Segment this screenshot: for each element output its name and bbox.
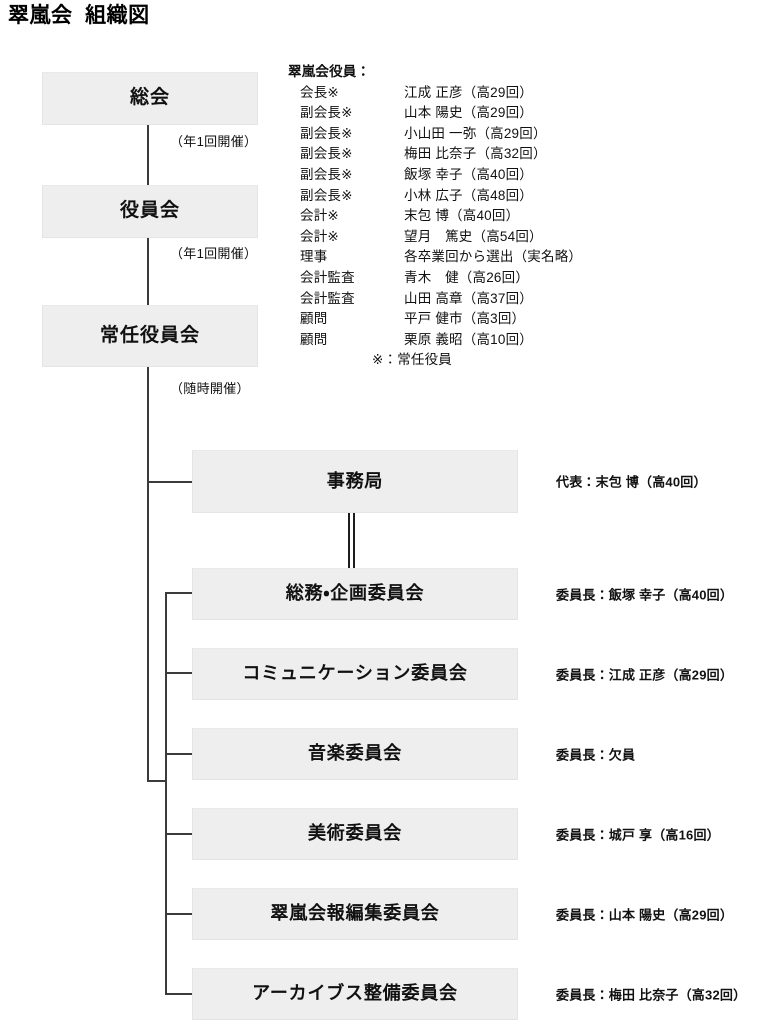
committee-bus-vertical bbox=[165, 592, 167, 994]
officer-role: 副会長※ bbox=[300, 105, 353, 121]
officer-role: 会計※ bbox=[300, 228, 339, 244]
lead-label-communication: 委員長：江成 正彦（高29回） bbox=[556, 667, 734, 683]
officer-row: 会計監査 山田 高章（高37回） bbox=[288, 289, 533, 310]
branch-to-somu-kikaku bbox=[165, 592, 194, 594]
lead-label-bijutsu: 委員長：城戸 享（高16回） bbox=[556, 827, 720, 843]
officer-row: 副会長※ 梅田 比奈子（高32回） bbox=[288, 144, 546, 165]
branch-to-ongaku bbox=[165, 753, 194, 755]
officer-role: 副会長※ bbox=[300, 146, 353, 162]
officer-row: 副会長※ 飯塚 幸子（高40回） bbox=[288, 165, 533, 186]
officer-name: 小山田 一弥（高29回） bbox=[404, 125, 547, 141]
officer-role: 会長※ bbox=[300, 84, 339, 100]
officer-name: 小林 広子（高48回） bbox=[404, 187, 533, 203]
officer-role: 副会長※ bbox=[300, 166, 353, 182]
officer-row: 顧問 平戸 健市（高3回） bbox=[288, 309, 525, 330]
node-somu-kikaku-iinkai-label: 総務・企画委員会 bbox=[285, 583, 425, 604]
node-communication-iinkai-label: コミュニケーション委員会 bbox=[242, 663, 468, 684]
officer-role: 会計監査 bbox=[300, 290, 355, 306]
officer-name: 各卒業回から選出（実名略） bbox=[404, 249, 583, 265]
node-jimukyoku-label: 事務局 bbox=[326, 470, 384, 491]
node-yakuinkai-label: 役員会 bbox=[119, 200, 180, 222]
node-communication-iinkai[interactable]: コミュニケーション委員会 bbox=[192, 648, 518, 700]
trunk-join-to-committee-bus bbox=[147, 780, 167, 782]
connector-sokai-to-yakuinkai bbox=[147, 125, 149, 185]
officer-name: 青木 健（高26回） bbox=[404, 269, 530, 285]
note-yakuinkai-frequency: （年1回開催） bbox=[170, 246, 258, 261]
officer-row: 顧問 栗原 義昭（高10回） bbox=[288, 330, 533, 351]
branch-to-communication bbox=[165, 672, 194, 674]
officer-name: 山本 陽史（高29回） bbox=[404, 105, 533, 121]
node-bijutsu-iinkai-label: 美術委員会 bbox=[308, 823, 402, 844]
officer-row: 副会長※ 小山田 一弥（高29回） bbox=[288, 124, 546, 145]
officer-row: 副会長※ 小林 広子（高48回） bbox=[288, 186, 533, 207]
branch-to-jimukyoku bbox=[147, 481, 194, 483]
officer-row: 会計※ 望月 篤史（高54回） bbox=[288, 227, 543, 248]
officer-roster-footnote-text: ※：常任役員 bbox=[372, 352, 453, 368]
officer-name: 望月 篤史（高54回） bbox=[404, 228, 543, 244]
officer-row: 会長※ 江成 正彦（高29回） bbox=[288, 83, 533, 104]
officer-roster: 翠嵐会役員： 会長※ 江成 正彦（高29回） 副会長※ 山本 陽史（高29回） … bbox=[288, 62, 582, 371]
officer-row: 会計※ 末包 博（高40回） bbox=[288, 206, 519, 227]
lead-label-archives: 委員長：梅田 比奈子（高32回） bbox=[556, 987, 747, 1003]
node-kaihou-henshuu-iinkai-label: 翠嵐会報編集委員会 bbox=[270, 903, 440, 924]
officer-role: 顧問 bbox=[300, 331, 328, 347]
lead-label-ongaku: 委員長：欠員 bbox=[556, 747, 636, 763]
node-sokai-label: 総会 bbox=[129, 87, 170, 109]
node-yakuinkai[interactable]: 役員会 bbox=[42, 185, 258, 238]
node-somu-kikaku-iinkai[interactable]: 総務・企画委員会 bbox=[192, 568, 518, 620]
branch-to-bijutsu bbox=[165, 833, 194, 835]
officer-name: 梅田 比奈子（高32回） bbox=[404, 146, 547, 162]
officer-role: 理事 bbox=[300, 249, 328, 265]
connector-yakuinkai-to-jonin bbox=[147, 238, 149, 305]
branch-to-kaihou-henshuu bbox=[165, 913, 194, 915]
node-ongaku-iinkai-label: 音楽委員会 bbox=[308, 743, 402, 764]
officer-row: 理事 各卒業回から選出（実名略） bbox=[288, 247, 582, 268]
officer-name: 山田 高章（高37回） bbox=[404, 290, 533, 306]
page-title: 翠嵐会 組織図 bbox=[8, 4, 150, 27]
officer-row: 会計監査 青木 健（高26回） bbox=[288, 268, 529, 289]
node-archives-iinkai-label: アーカイブス整備委員会 bbox=[252, 983, 458, 1004]
node-archives-iinkai[interactable]: アーカイブス整備委員会 bbox=[192, 968, 518, 1020]
branch-to-archives bbox=[165, 993, 194, 995]
node-jonin-yakuinkai-label: 常任役員会 bbox=[99, 324, 200, 346]
officer-name: 飯塚 幸子（高40回） bbox=[404, 166, 533, 182]
officer-role: 顧問 bbox=[300, 311, 328, 327]
officer-role: 副会長※ bbox=[300, 125, 353, 141]
note-sokai-frequency: （年1回開催） bbox=[170, 134, 258, 149]
officer-role: 副会長※ bbox=[300, 187, 353, 203]
lead-label-kaihou-henshuu: 委員長：山本 陽史（高29回） bbox=[556, 907, 734, 923]
officer-name: 平戸 健市（高3回） bbox=[404, 311, 526, 327]
node-jonin-yakuinkai[interactable]: 常任役員会 bbox=[42, 305, 258, 367]
node-kaihou-henshuu-iinkai[interactable]: 翠嵐会報編集委員会 bbox=[192, 888, 518, 940]
note-jonin-frequency: （随時開催） bbox=[170, 381, 250, 396]
lead-label-jimukyoku: 代表：末包 博（高40回） bbox=[556, 474, 707, 490]
node-ongaku-iinkai[interactable]: 音楽委員会 bbox=[192, 728, 518, 780]
node-sokai[interactable]: 総会 bbox=[42, 72, 258, 125]
officer-role: 会計監査 bbox=[300, 269, 355, 285]
officer-name: 栗原 義昭（高10回） bbox=[404, 331, 533, 347]
node-bijutsu-iinkai[interactable]: 美術委員会 bbox=[192, 808, 518, 860]
officer-row: 副会長※ 山本 陽史（高29回） bbox=[288, 103, 533, 124]
officer-roster-heading: 翠嵐会役員： bbox=[288, 64, 371, 79]
officer-name: 江成 正彦（高29回） bbox=[404, 84, 533, 100]
node-jimukyoku[interactable]: 事務局 bbox=[192, 450, 518, 513]
officer-role: 会計※ bbox=[300, 208, 339, 224]
officer-name: 末包 博（高40回） bbox=[404, 208, 520, 224]
double-connector-jimukyoku-somu bbox=[348, 513, 355, 568]
officer-roster-footnote: ※：常任役員 bbox=[288, 350, 452, 371]
lead-label-somu-kikaku: 委員長：飯塚 幸子（高40回） bbox=[556, 587, 734, 603]
trunk-main-vertical bbox=[147, 367, 149, 782]
